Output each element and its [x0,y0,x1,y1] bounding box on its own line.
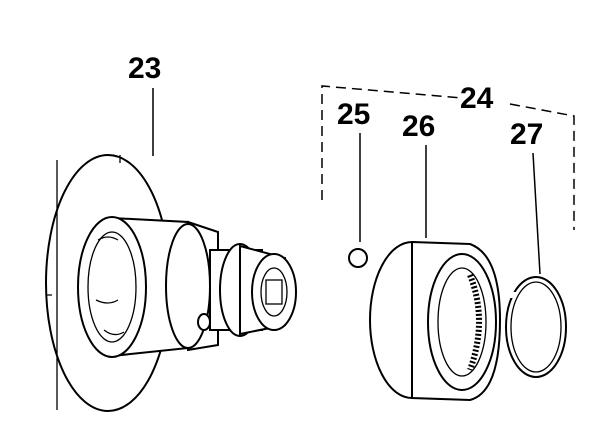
label-part-25: 25 [337,98,371,131]
group-bracket-24 [321,85,575,230]
part-23-hub-flange [45,154,297,412]
part-25-ball [348,248,368,268]
label-part-26: 26 [402,110,436,143]
part-26-sleeve [369,240,502,402]
label-part-27: 27 [510,118,544,151]
label-part-23: 23 [128,52,162,85]
leader-lines [152,88,541,275]
label-part-24: 24 [460,82,494,115]
part-27-snap-ring [505,276,567,378]
